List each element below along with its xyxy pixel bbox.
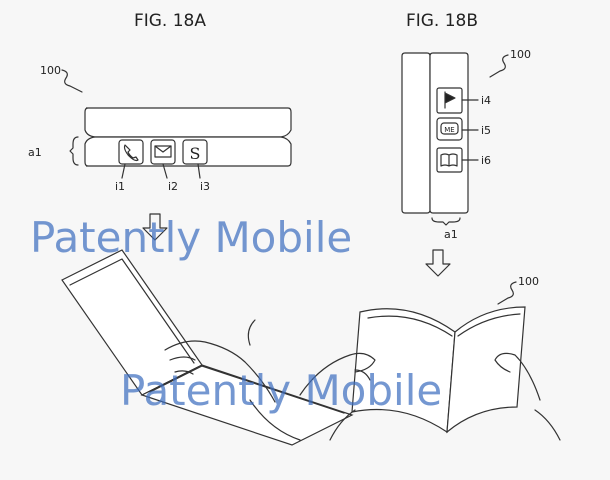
label-i2: i2	[168, 180, 178, 193]
fig-18a-title: FIG. 18A	[134, 11, 206, 31]
fig-18b-ref-100-bottom: 100	[518, 275, 539, 288]
label-i1: i1	[115, 180, 125, 193]
label-a1: a1	[444, 228, 458, 241]
svg-text:S: S	[190, 144, 201, 163]
envelope-icon	[151, 140, 175, 164]
fig-18b-title: FIG. 18B	[406, 11, 478, 31]
down-arrow-icon	[426, 250, 450, 276]
fig-18b-ref-100: 100	[510, 48, 531, 61]
fig-18a-device: S i1 i2 i3 a1	[28, 108, 291, 193]
label-a1: a1	[28, 146, 42, 159]
watermark: Patently Mobile	[30, 213, 352, 262]
book-icon	[437, 148, 462, 172]
svg-text:ME: ME	[444, 126, 454, 134]
watermark: Patently Mobile	[120, 366, 442, 415]
flag-icon	[437, 88, 462, 113]
leader-arrow	[490, 55, 508, 77]
fig-18a-ref-100: 100	[40, 64, 61, 77]
s-letter-icon: S	[183, 140, 207, 164]
badge-icon: ME	[437, 118, 462, 140]
label-i5: i5	[481, 124, 491, 137]
leader-arrow	[62, 70, 82, 92]
label-i3: i3	[200, 180, 210, 193]
leader-arrow	[498, 282, 516, 304]
fig-18b-device: ME i4 i5 i6 a1	[402, 53, 491, 241]
phone-icon	[119, 140, 143, 164]
label-i6: i6	[481, 154, 491, 167]
fig-18a-folded-device	[62, 250, 352, 445]
label-i4: i4	[481, 94, 491, 107]
